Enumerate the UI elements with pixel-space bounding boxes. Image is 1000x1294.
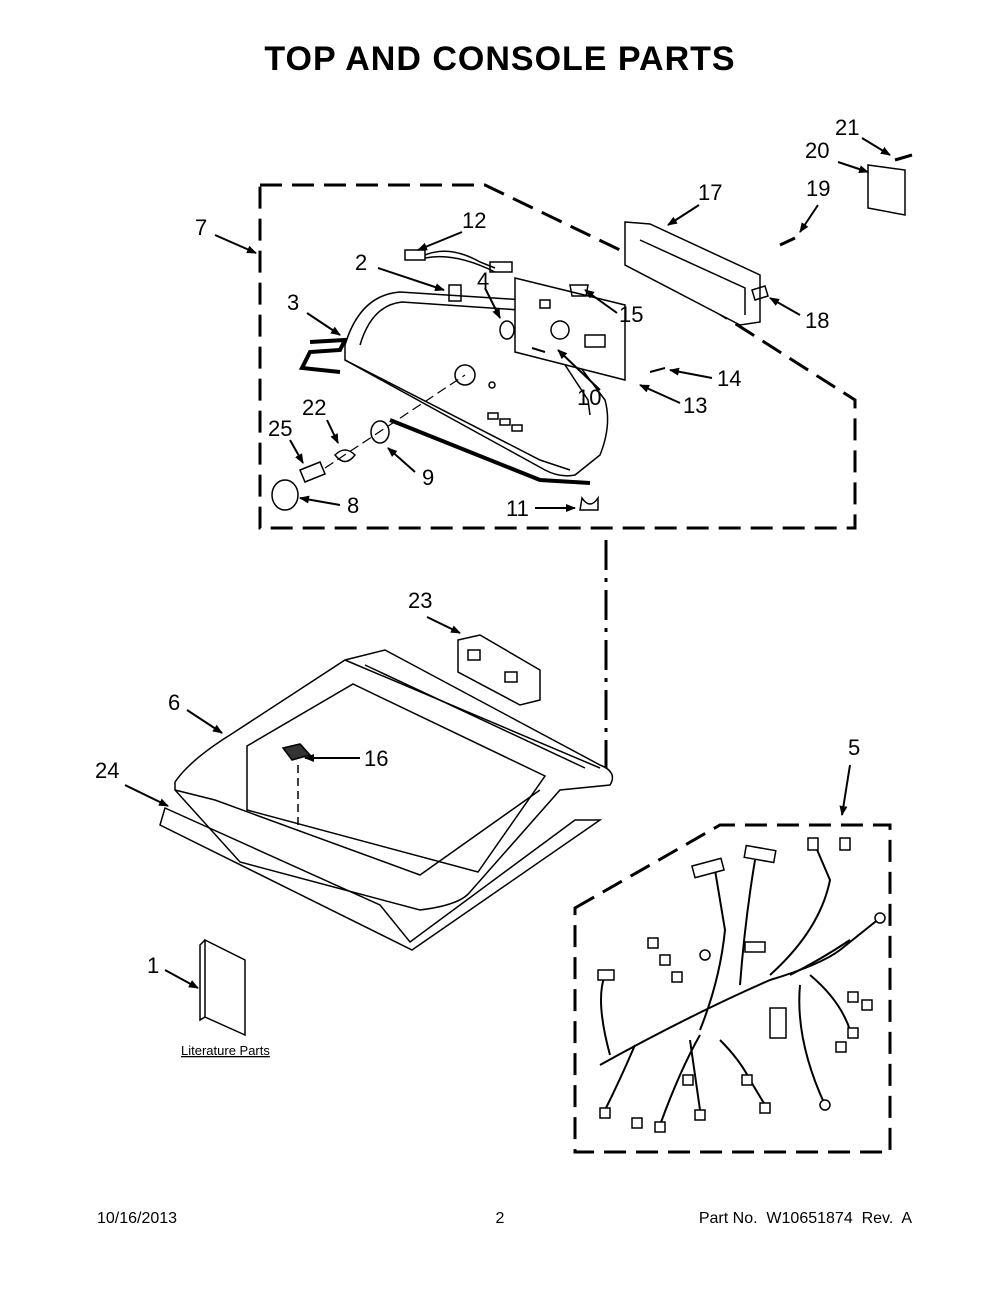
cover-20	[867, 164, 906, 216]
callout-3: 3	[287, 290, 299, 315]
callout-20: 20	[805, 138, 829, 163]
footer-date: 10/16/2013	[97, 1210, 178, 1227]
callout-5: 5	[848, 735, 860, 760]
bracket-2	[448, 284, 462, 302]
page-title: TOP AND CONSOLE PARTS	[264, 40, 736, 78]
encoder-9	[370, 420, 390, 444]
spring-25	[299, 461, 326, 483]
callout-9: 9	[422, 465, 434, 490]
callout-17: 17	[698, 180, 722, 205]
callout-13: 13	[683, 393, 707, 418]
light-pipe	[499, 320, 515, 340]
control-module	[457, 634, 541, 706]
screw-13	[531, 347, 546, 353]
callout-10: 10	[577, 385, 601, 410]
literature-parts-label: Literature Parts	[181, 1043, 270, 1058]
callout-23: 23	[408, 588, 432, 613]
callout-6: 6	[168, 690, 180, 715]
callout-2: 2	[355, 250, 367, 275]
bottom-gasket-strip	[389, 418, 591, 485]
screw-21	[894, 153, 913, 162]
callout-16: 16	[364, 746, 388, 771]
knob-8	[271, 479, 299, 511]
gasket-24	[159, 806, 603, 951]
callout-12: 12	[462, 208, 486, 233]
callout-24: 24	[95, 758, 119, 783]
callout-11: 11	[506, 496, 529, 521]
callout-25: 25	[268, 416, 292, 441]
console-assembly-boundary	[258, 183, 857, 530]
gasket-strip	[298, 337, 349, 374]
leader-arrows	[124, 137, 891, 989]
clip-18	[751, 285, 769, 301]
connector-wire	[404, 249, 513, 273]
callout-1: 1	[147, 953, 159, 978]
clip	[579, 495, 599, 511]
top-assembly	[174, 649, 614, 911]
callout-22: 22	[302, 395, 326, 420]
callout-18: 18	[805, 308, 829, 333]
footer-part-number: Part No. W10651874 Rev. A	[698, 1210, 912, 1227]
harness-boundary	[573, 823, 892, 1154]
callout-15: 15	[619, 302, 643, 327]
screw-19	[779, 236, 796, 247]
callout-21: 21	[835, 115, 859, 140]
footer-page-number: 2	[495, 1210, 505, 1227]
screw-14	[649, 367, 666, 373]
knob-axis	[324, 374, 466, 469]
literature-spine	[199, 939, 206, 1022]
harness-connectors	[597, 837, 886, 1133]
callout-14: 14	[717, 366, 741, 391]
wire-harness	[599, 844, 881, 1126]
console-back-panel	[624, 221, 761, 326]
callout-7: 7	[195, 215, 207, 240]
callout-4: 4	[477, 268, 489, 293]
callout-8: 8	[347, 493, 359, 518]
literature-booklet	[204, 938, 246, 1037]
knob-stem-22	[334, 449, 356, 463]
callout-19: 19	[806, 176, 830, 201]
